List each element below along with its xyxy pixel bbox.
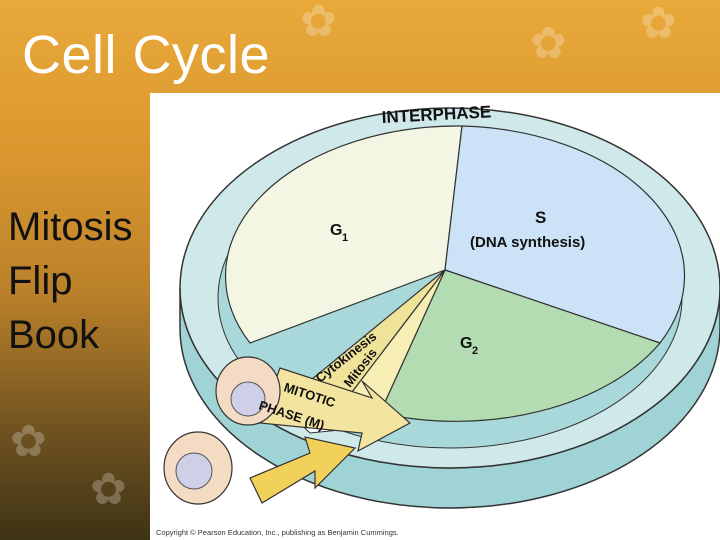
copyright-text: Copyright © Pearson Education, Inc., pub… [156, 528, 399, 537]
g1-label: G [330, 222, 342, 239]
g2-subscript: 2 [472, 345, 478, 357]
cell-upper-nucleus [230, 381, 266, 417]
g2-slice [379, 269, 662, 422]
cell-cycle-svg: INTERPHASE G 1 S (DNA synthesis) G 2 Cyt… [156, 102, 720, 537]
slide-title: Cell Cycle [22, 25, 271, 85]
side-text-line: Mitosis [8, 205, 133, 249]
s-label: S [535, 208, 546, 227]
g1-subscript: 1 [342, 232, 348, 244]
flower-decoration-icon: ✿ [90, 465, 127, 514]
g2-label: G [460, 335, 472, 352]
mitotic-phase-arrow [259, 367, 412, 453]
flower-decoration-icon: ✿ [300, 0, 337, 46]
flower-decoration-icon: ✿ [530, 19, 567, 68]
g1-slice [225, 125, 463, 344]
side-text-line: Book [8, 313, 100, 357]
side-text-line: Flip [8, 259, 73, 303]
cell-cycle-diagram: INTERPHASE G 1 S (DNA synthesis) G 2 Cyt… [150, 93, 720, 540]
s-slice [444, 125, 686, 344]
cell-lower-nucleus [175, 452, 213, 490]
side-text-block: Mitosis Flip Book [8, 200, 158, 362]
flower-decoration-icon: ✿ [640, 0, 677, 48]
lower-arrow [249, 436, 357, 504]
s-description: (DNA synthesis) [470, 234, 585, 251]
flower-decoration-icon: ✿ [10, 417, 47, 466]
